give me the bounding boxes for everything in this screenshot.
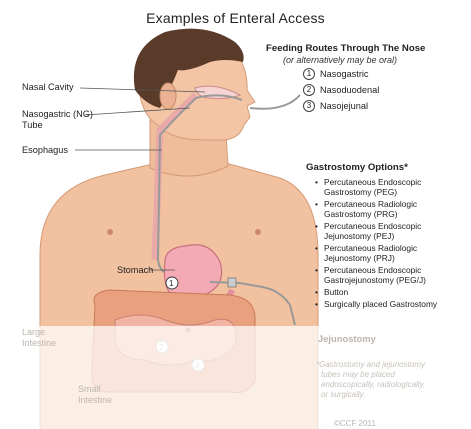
route-label: Nasogastric <box>320 69 369 79</box>
route-label: Nasojejunal <box>320 101 368 111</box>
gastrostomy-item: Percutaneous Radiologic Gastrostomy (PRG… <box>315 199 465 219</box>
label-large-intestine-line2: Intestine <box>22 338 56 349</box>
route-item: 1 Nasogastric <box>303 68 369 80</box>
left-nipple <box>107 229 113 235</box>
label-stomach: Stomach <box>117 265 153 276</box>
gastrostomy-item: Percutaneous Endoscopic Gastrostomy (PEG… <box>315 177 465 197</box>
route-number: 1 <box>303 68 315 80</box>
marker-1: 1 <box>169 278 173 289</box>
label-ng-tube-line2: Tube <box>22 120 43 131</box>
gastrostomy-item: Percutaneous Radiologic Jejunostomy (PRJ… <box>315 243 465 263</box>
label-large-intestine-line1: Large <box>22 327 45 338</box>
gastrostomy-item: Percutaneous Endoscopic Jejunostomy (PEJ… <box>315 221 465 241</box>
gastrostomy-list: Percutaneous Endoscopic Gastrostomy (PEG… <box>315 177 465 311</box>
nose-routes-subheader: (or alternatively may be oral) <box>283 55 397 65</box>
route-number: 3 <box>303 100 315 112</box>
label-nasal-cavity: Nasal Cavity <box>22 82 74 93</box>
jejunostomy-note-line1: *Gastrostomy and jejunostomy <box>316 360 425 370</box>
gastrostomy-header: Gastrostomy Options* <box>306 162 408 173</box>
route-label: Nasoduodenal <box>320 85 379 95</box>
gastrostomy-item: Button <box>315 287 465 297</box>
jejunostomy-header: Jejunostomy <box>318 333 376 344</box>
jejunostomy-note-line4: or surgically. <box>321 390 365 400</box>
nose-routes-header: Feeding Routes Through The Nose <box>266 43 425 54</box>
gastrostomy-item: Percutaneous Endoscopic Gastrojejunostom… <box>315 265 465 285</box>
ear <box>160 83 176 109</box>
fade-overlay <box>0 326 471 429</box>
right-nipple <box>255 229 261 235</box>
route-item: 2 Nasoduodenal <box>303 84 379 96</box>
label-small-intestine-line2: Intestine <box>78 395 112 406</box>
route-number: 2 <box>303 84 315 96</box>
label-small-intestine-line1: Small <box>78 384 101 395</box>
jejunostomy-note-line3: endoscopically, radiologically, <box>321 380 425 390</box>
gastrostomy-item: Surgically placed Gastrostomy <box>315 299 465 309</box>
jejunostomy-note-line2: tubes may be placed <box>321 370 395 380</box>
label-ng-tube-line1: Nasogastric (NG) <box>22 109 93 120</box>
credit: ©CCF 2011 <box>334 418 376 429</box>
tube-port <box>228 278 236 287</box>
label-esophagus: Esophagus <box>22 145 68 156</box>
route-item: 3 Nasojejunal <box>303 100 368 112</box>
